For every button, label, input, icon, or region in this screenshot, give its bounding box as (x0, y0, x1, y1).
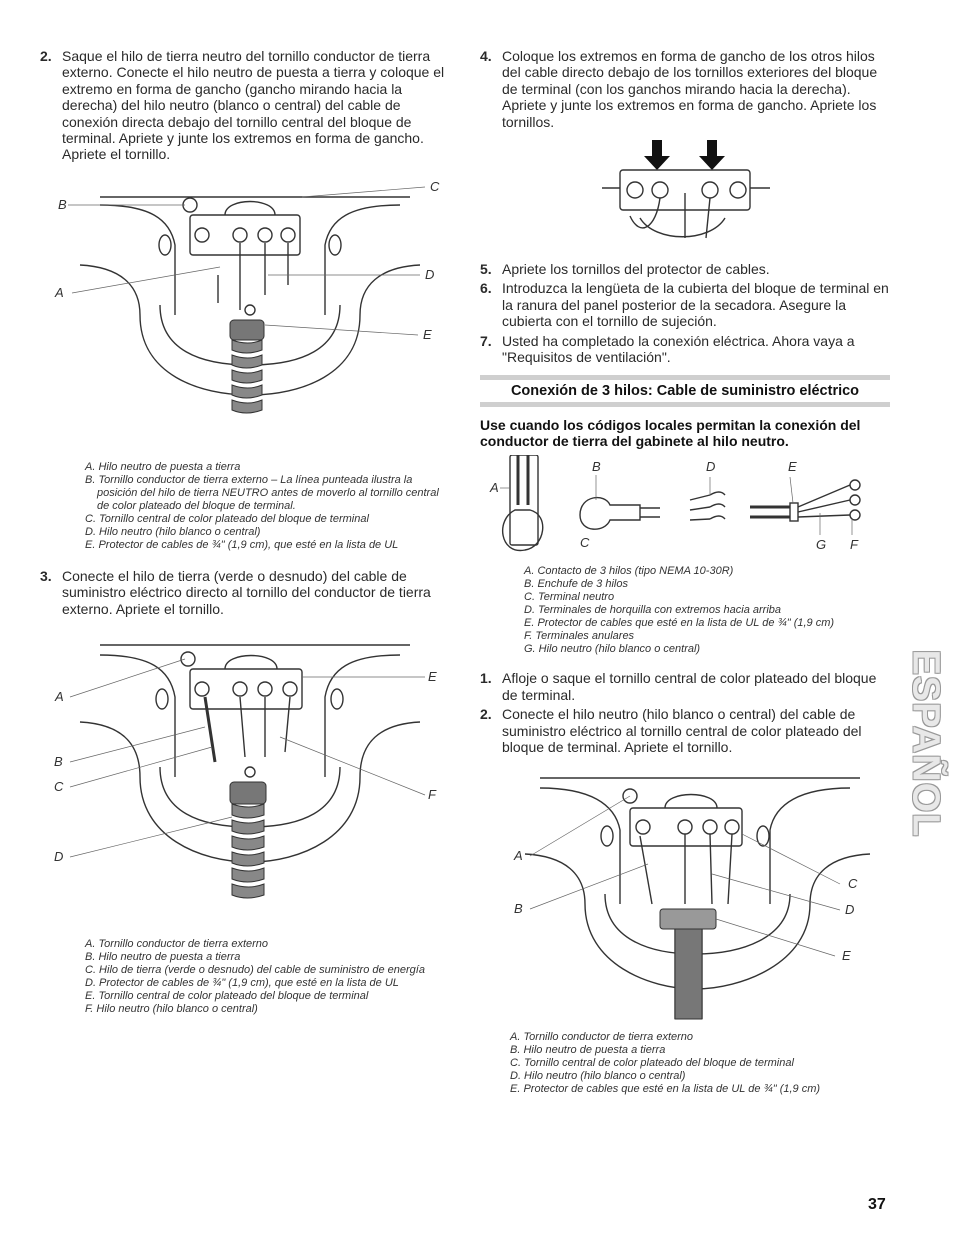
language-side-tab: ESPAÑOL (904, 648, 947, 838)
legend-item: E. Protector de cables que esté en la li… (524, 617, 835, 630)
step-number: 4. (480, 48, 492, 64)
label-C: C (848, 876, 858, 891)
legend-item: B. Hilo neutro de puesta a tierra (510, 1043, 666, 1056)
figure-terminal-block-hooks (602, 140, 770, 239)
legend-item: D. Terminales de horquilla con extremos … (524, 604, 781, 617)
legend-item: F. Terminales anulares (524, 630, 635, 643)
legend-item: C. Hilo de tierra (verde o desnudo) del … (85, 964, 425, 977)
page-number: 37 (868, 1196, 886, 1213)
legend-item: B. Tornillo conductor de tierra externo … (85, 473, 439, 512)
section-title: Conexión de 3 hilos: Cable de suministro… (480, 375, 890, 408)
side-tab-label: ESPAÑOL (904, 649, 947, 837)
step-number: 2. (40, 48, 52, 64)
step-number: 5. (480, 261, 492, 278)
figure-neutral-center-screw: A B C D E (513, 776, 871, 1019)
label-F: F (428, 787, 437, 802)
legend-item: D. Hilo neutro (hilo blanco o central) (510, 1069, 686, 1082)
step-number: 7. (480, 332, 492, 349)
step-4-right: 4. Coloque los extremos en forma de ganc… (480, 48, 890, 130)
label-A: A (513, 848, 523, 863)
step-text: Saque el hilo de tierra neutro del torni… (62, 48, 445, 163)
label-D: D (425, 267, 434, 282)
step-5-right: 5. Apriete los tornillos del protector d… (480, 261, 890, 277)
step-text: Usted ha completado la conexión eléctric… (502, 332, 855, 366)
label-B: B (54, 754, 63, 769)
step-text: Afloje o saque el tornillo central de co… (502, 670, 877, 703)
legend-item: E. Protector de cables de ¾" (1,9 cm), q… (85, 538, 399, 551)
label-B: B (514, 901, 523, 916)
label-D: D (54, 849, 63, 864)
label-D: D (706, 459, 715, 474)
label-C: C (54, 779, 64, 794)
step-number: 3. (40, 567, 52, 584)
legend-item: C. Tornillo central de color plateado de… (510, 1056, 794, 1069)
label-C: C (580, 535, 590, 550)
label-B: B (58, 197, 67, 212)
label-G: G (816, 537, 826, 552)
figure-legend: A. Tornillo conductor de tierra externo … (85, 938, 450, 1016)
label-A: A (489, 480, 499, 495)
figure-legend: A. Tornillo conductor de tierra externo … (510, 1031, 890, 1096)
step-6-right: 6. Introduzca la lengüeta de la cubierta… (480, 280, 890, 329)
step-text: Coloque los extremos en forma de gancho … (502, 48, 878, 130)
step-number: 2. (480, 706, 492, 723)
legend-item: A. Tornillo conductor de tierra externo (510, 1030, 694, 1043)
legend-item: C. Tornillo central de color plateado de… (85, 512, 369, 525)
label-A: A (54, 285, 64, 300)
figure-ground-neutral-hook: B C A D E (54, 179, 440, 414)
legend-item: E. Tornillo central de color plateado de… (85, 990, 369, 1003)
label-F: F (850, 537, 859, 552)
step-text: Apriete los tornillos del protector de c… (502, 261, 770, 278)
label-A: A (54, 689, 64, 704)
label-C: C (430, 179, 440, 194)
legend-item: A. Tornillo conductor de tierra externo (85, 938, 269, 951)
label-B: B (592, 459, 601, 474)
figure-ground-wire-screw: A E B C F D (54, 644, 437, 899)
step-7-right: 7. Usted ha completado la conexión eléct… (480, 333, 890, 366)
section-intro: Use cuando los códigos locales permitan … (480, 417, 861, 450)
step-2-left: 2. Saque el hilo de tierra neutro del to… (40, 48, 450, 163)
label-E: E (423, 327, 432, 342)
step-1-right: 1. Afloje o saque el tornillo central de… (480, 670, 890, 703)
legend-item: B. Enchufe de 3 hilos (524, 578, 628, 591)
right-column: 4. Coloque los extremos en forma de ganc… (480, 48, 890, 1096)
label-E: E (842, 948, 851, 963)
label-D: D (845, 902, 854, 917)
step-3-left: 3. Conecte el hilo de tierra (verde o de… (40, 568, 450, 617)
step-text: Conecte el hilo de tierra (verde o desnu… (62, 567, 431, 617)
left-column: 2. Saque el hilo de tierra neutro del to… (40, 48, 450, 1016)
step-2-right: 2. Conecte el hilo neutro (hilo blanco o… (480, 706, 890, 755)
label-E: E (428, 669, 437, 684)
legend-item: G. Hilo neutro (hilo blanco o central) (524, 643, 701, 656)
figure-3-wire-cord: A B D E C G F (489, 455, 861, 552)
legend-item: B. Hilo neutro de puesta a tierra (85, 951, 241, 964)
figure-legend: A. Contacto de 3 hilos (tipo NEMA 10-30R… (524, 565, 890, 656)
legend-item: A. Contacto de 3 hilos (tipo NEMA 10-30R… (524, 565, 734, 578)
legend-item: E. Protector de cables que esté en la li… (510, 1082, 821, 1095)
step-text: Conecte el hilo neutro (hilo blanco o ce… (502, 706, 862, 756)
legend-item: F. Hilo neutro (hilo blanco o central) (85, 1003, 258, 1016)
figure-legend: A. Hilo neutro de puesta a tierra B. Tor… (85, 461, 450, 552)
step-text: Introduzca la lengüeta de la cubierta de… (502, 280, 889, 330)
legend-item: A. Hilo neutro de puesta a tierra (85, 460, 241, 473)
label-E: E (788, 459, 797, 474)
legend-item: C. Terminal neutro (524, 591, 615, 604)
step-number: 6. (480, 280, 492, 297)
legend-item: D. Protector de cables de ¾" (1,9 cm), q… (85, 977, 399, 990)
step-number: 1. (480, 670, 492, 687)
legend-item: D. Hilo neutro (hilo blanco o central) (85, 525, 261, 538)
